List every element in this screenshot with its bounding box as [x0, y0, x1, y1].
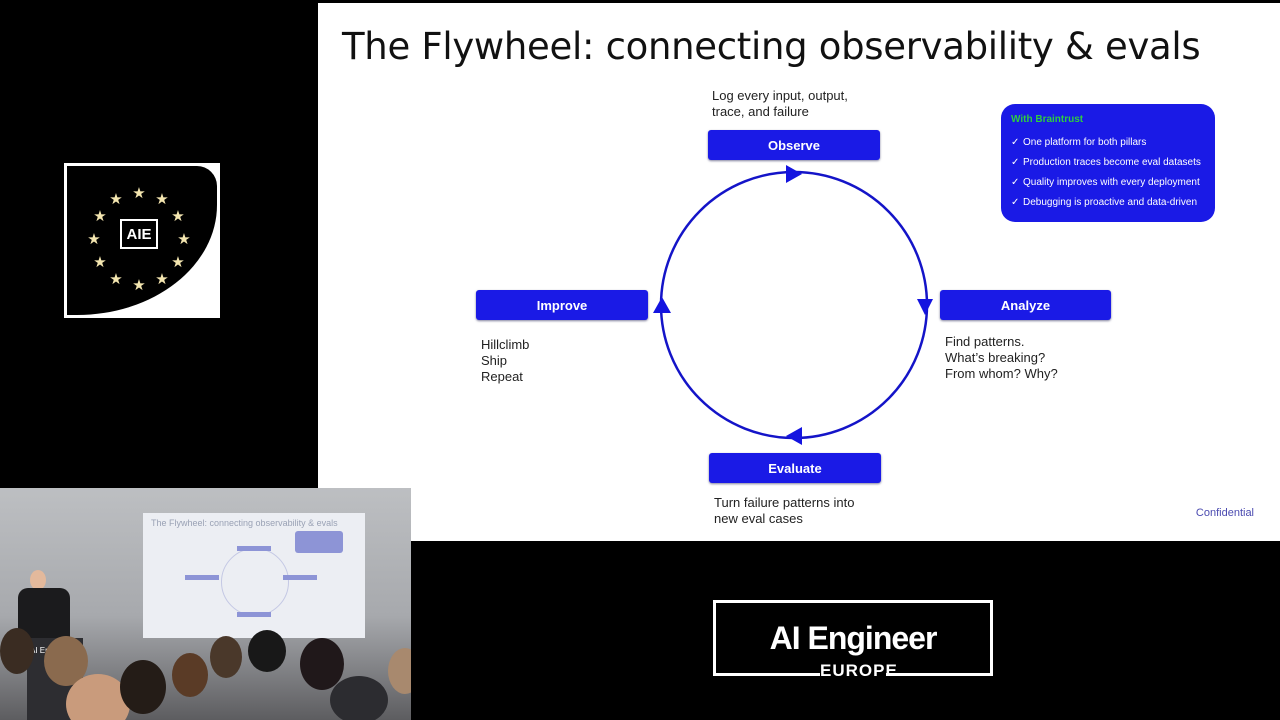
svg-text:★: ★ [171, 207, 184, 225]
arrow-bottom [786, 427, 802, 445]
braintrust-item: ✓Production traces become eval datasets [1011, 153, 1205, 173]
flywheel-cycle-diagram [653, 165, 933, 445]
check-icon: ✓ [1011, 157, 1020, 168]
svg-text:★: ★ [93, 207, 106, 225]
confidential-label: Confidential [1195, 507, 1254, 519]
presentation-slide: The Flywheel: connecting observability &… [318, 3, 1280, 541]
svg-text:★: ★ [109, 190, 122, 208]
svg-text:★: ★ [87, 230, 100, 248]
observe-note: Log every input, output, trace, and fail… [712, 88, 848, 119]
improve-note: Hillclimb Ship Repeat [481, 337, 530, 384]
speaker-webcam-feed: The Flywheel: connecting observability &… [0, 488, 411, 720]
svg-text:★: ★ [155, 190, 168, 208]
svg-text:★: ★ [109, 270, 122, 288]
svg-text:★: ★ [177, 230, 190, 248]
arrow-right [917, 299, 933, 315]
analyze-node: Analyze [940, 290, 1111, 320]
svg-text:★: ★ [171, 253, 184, 271]
arrow-left [653, 297, 671, 313]
braintrust-item: ✓One platform for both pillars [1011, 133, 1205, 153]
braintrust-callout-title: With Braintrust [1011, 114, 1084, 125]
improve-node: Improve [476, 290, 648, 320]
room-projector-screen: The Flywheel: connecting observability &… [143, 513, 365, 638]
observe-node: Observe [708, 130, 880, 160]
aie-logo: ★ ★ ★ ★ ★ ★ ★ ★ ★ ★ ★ ★ AIE [64, 163, 220, 318]
star-ring-icon: ★ ★ ★ ★ ★ ★ ★ ★ ★ ★ ★ ★ [87, 184, 190, 294]
braintrust-callout: With Braintrust ✓One platform for both p… [1001, 104, 1215, 222]
svg-text:★: ★ [132, 276, 145, 294]
evaluate-note: Turn failure patterns into new eval case… [714, 495, 855, 526]
svg-text:★: ★ [155, 270, 168, 288]
svg-text:★: ★ [93, 253, 106, 271]
braintrust-item: ✓Quality improves with every deployment [1011, 173, 1205, 193]
check-icon: ✓ [1011, 177, 1020, 188]
svg-text:★: ★ [132, 184, 145, 202]
evaluate-node: Evaluate [709, 453, 881, 483]
presenter [30, 570, 46, 590]
brand-name: AI Engineer [769, 620, 938, 656]
brand-subtitle: EUROPE [820, 661, 898, 681]
arrow-top [786, 165, 802, 183]
analyze-note: Find patterns. What’s breaking? From who… [945, 334, 1058, 381]
slide-title: The Flywheel: connecting observability &… [342, 25, 1201, 68]
braintrust-item: ✓Debugging is proactive and data-driven [1011, 193, 1205, 213]
check-icon: ✓ [1011, 137, 1020, 148]
ai-engineer-europe-logo: AI Engineer EUROPE [713, 600, 993, 681]
check-icon: ✓ [1011, 197, 1020, 208]
aie-logo-text: AIE [120, 219, 158, 249]
